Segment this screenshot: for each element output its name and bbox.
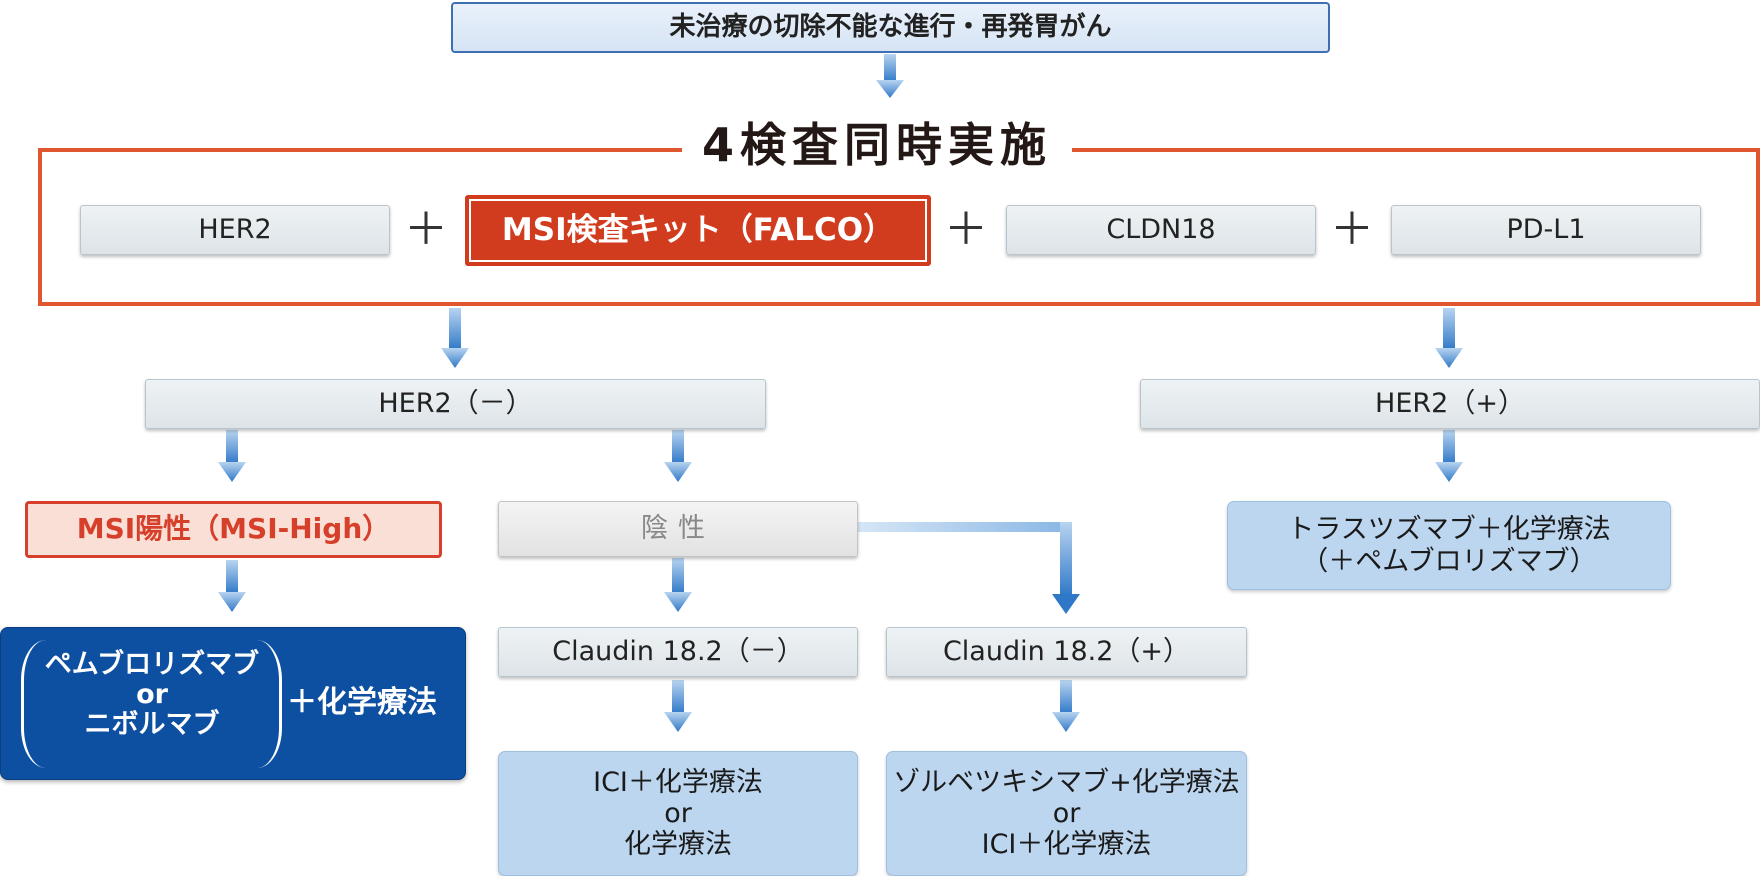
test-pdl1-label: PD-L1	[1506, 214, 1586, 246]
claudin-negative-label: Claudin 18.2（－）	[552, 636, 804, 668]
her2-positive-box: HER2（+）	[1140, 379, 1760, 429]
arrow-msi-high	[218, 430, 246, 482]
negative-box: 陰性	[498, 501, 858, 557]
left-paren	[21, 640, 46, 768]
claudin-positive-treatment-box: ゾルベツキシマブ+化学療法 or ICI＋化学療法	[886, 751, 1247, 876]
arrow-msi-treatment	[218, 560, 246, 612]
test-her2-label: HER2	[198, 214, 272, 246]
arrow-claudin-neg-treatment	[664, 680, 692, 732]
test-cldn18-box: CLDN18	[1006, 205, 1316, 255]
arrow-her2-pos-treatment	[1435, 430, 1463, 482]
test-pdl1-box: PD-L1	[1391, 205, 1701, 255]
claudin-negative-treatment-line3: 化学療法	[624, 829, 732, 861]
arrow-negative	[664, 430, 692, 482]
plus-sign-2: ＋	[944, 204, 988, 255]
msi-treatment-suffix: ＋化学療法	[287, 685, 437, 720]
initial-condition-box: 未治療の切除不能な進行・再発胃がん	[451, 2, 1330, 53]
her2-negative-box: HER2（－）	[145, 379, 766, 429]
negative-label: 陰性	[641, 513, 715, 545]
test-her2-box: HER2	[80, 205, 390, 255]
msi-high-label: MSI陽性（MSI-High）	[76, 512, 391, 546]
plus-sign-1: ＋	[404, 204, 448, 255]
her2-positive-treatment-line2: （＋ペムブロリズマブ）	[1301, 545, 1597, 577]
claudin-negative-treatment-box: ICI＋化学療法 or 化学療法	[498, 751, 858, 876]
her2-positive-treatment-box: トラスツズマブ＋化学療法 （＋ペムブロリズマブ）	[1227, 501, 1671, 590]
msi-treatment-line2: or	[136, 679, 168, 711]
msi-treatment-line3: ニボルマブ	[84, 709, 220, 741]
her2-positive-treatment-line1: トラスツズマブ＋化学療法	[1287, 514, 1611, 546]
claudin-negative-box: Claudin 18.2（－）	[498, 627, 858, 677]
claudin-positive-treatment-line1: ゾルベツキシマブ+化学療法	[893, 766, 1240, 798]
claudin-negative-treatment-line1: ICI＋化学療法	[593, 766, 763, 798]
msi-treatment-line1: ペムブロリズマブ	[44, 649, 260, 680]
arrow-claudin-neg	[664, 558, 692, 612]
arrow-claudin-pos-treatment	[1052, 680, 1080, 732]
plus-sign-3: ＋	[1330, 204, 1374, 255]
arrow-top	[876, 54, 904, 98]
arrow-her2-pos	[1435, 308, 1463, 368]
initial-condition-label: 未治療の切除不能な進行・再発胃がん	[669, 11, 1112, 42]
claudin-positive-treatment-line2: or	[1052, 797, 1081, 829]
test-cldn18-label: CLDN18	[1106, 214, 1216, 246]
arrow-her2-neg	[441, 308, 469, 368]
test-msi-kit-label: MSI検査キット（FALCO）	[501, 211, 895, 248]
msi-high-box: MSI陽性（MSI-High）	[25, 501, 442, 558]
frame-title: 4検査同時実施	[682, 122, 1073, 168]
claudin-negative-treatment-line2: or	[664, 797, 692, 829]
test-msi-kit-box: MSI検査キット（FALCO）	[465, 195, 931, 266]
claudin-positive-treatment-line3: ICI＋化学療法	[981, 829, 1152, 861]
right-paren	[257, 640, 282, 768]
claudin-positive-box: Claudin 18.2（+）	[886, 627, 1247, 677]
arrow-claudin-pos	[858, 522, 1080, 614]
her2-positive-label: HER2（+）	[1375, 388, 1525, 420]
msi-treatment-box: ペムブロリズマブ or ニボルマブ ＋化学療法	[0, 627, 466, 780]
msi-treatment-drugs: ペムブロリズマブ or ニボルマブ	[41, 649, 263, 741]
claudin-positive-label: Claudin 18.2（+）	[942, 636, 1191, 668]
her2-negative-label: HER2（－）	[378, 388, 533, 420]
